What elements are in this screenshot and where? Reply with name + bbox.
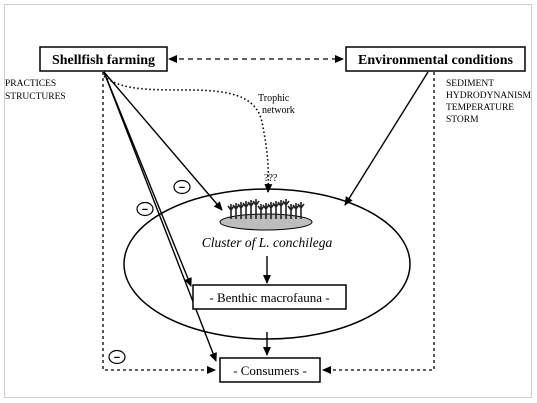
cluster-label: Cluster of L. conchilega [202,235,333,250]
svg-text:−: − [114,352,120,364]
negative-effect-benthic: − [136,201,154,217]
shellfish-farming-node: Shellfish farming [39,46,168,72]
factor-hydrodynamism: HYDRODYNANISM [446,91,532,101]
negative-effect-consumers: − [108,349,126,365]
environment-to-cluster-arrow [344,71,429,206]
negative-effect-cluster: − [173,179,191,195]
trophic-label-line1: Trophic [258,93,290,104]
environmental-conditions-node: Environmental conditions [345,46,526,72]
factor-structures: STRUCTURES [5,92,66,102]
farming-consumers-dashed-path [102,72,216,374]
benthic-macrofauna-node: - Benthic macrofauna - [192,284,347,310]
shellfish-farming-label: Shellfish farming [52,53,155,68]
unknown-label: ??? [264,173,278,184]
trophic-label-line2: network [262,105,295,116]
factor-temperature: TEMPERATURE [446,103,514,113]
svg-text:−: − [179,182,185,194]
environment-consumers-dashed-path [322,72,435,374]
farming-to-cluster-arrow [103,71,223,211]
figure-frame [4,4,532,398]
factor-storm: STORM [446,115,479,125]
consumers-node: - Consumers - [219,357,321,383]
factor-sediment: SEDIMENT [446,79,494,89]
farming-to-consumers-arrow [103,71,217,362]
benthic-macrofauna-label: - Benthic macrofauna - [209,290,329,305]
environmental-conditions-label: Environmental conditions [358,53,513,68]
svg-text:−: − [142,204,148,216]
consumers-label: - Consumers - [233,363,307,378]
factor-practices: PRACTICES [5,79,56,89]
lanice-cluster-illustration [219,199,313,231]
